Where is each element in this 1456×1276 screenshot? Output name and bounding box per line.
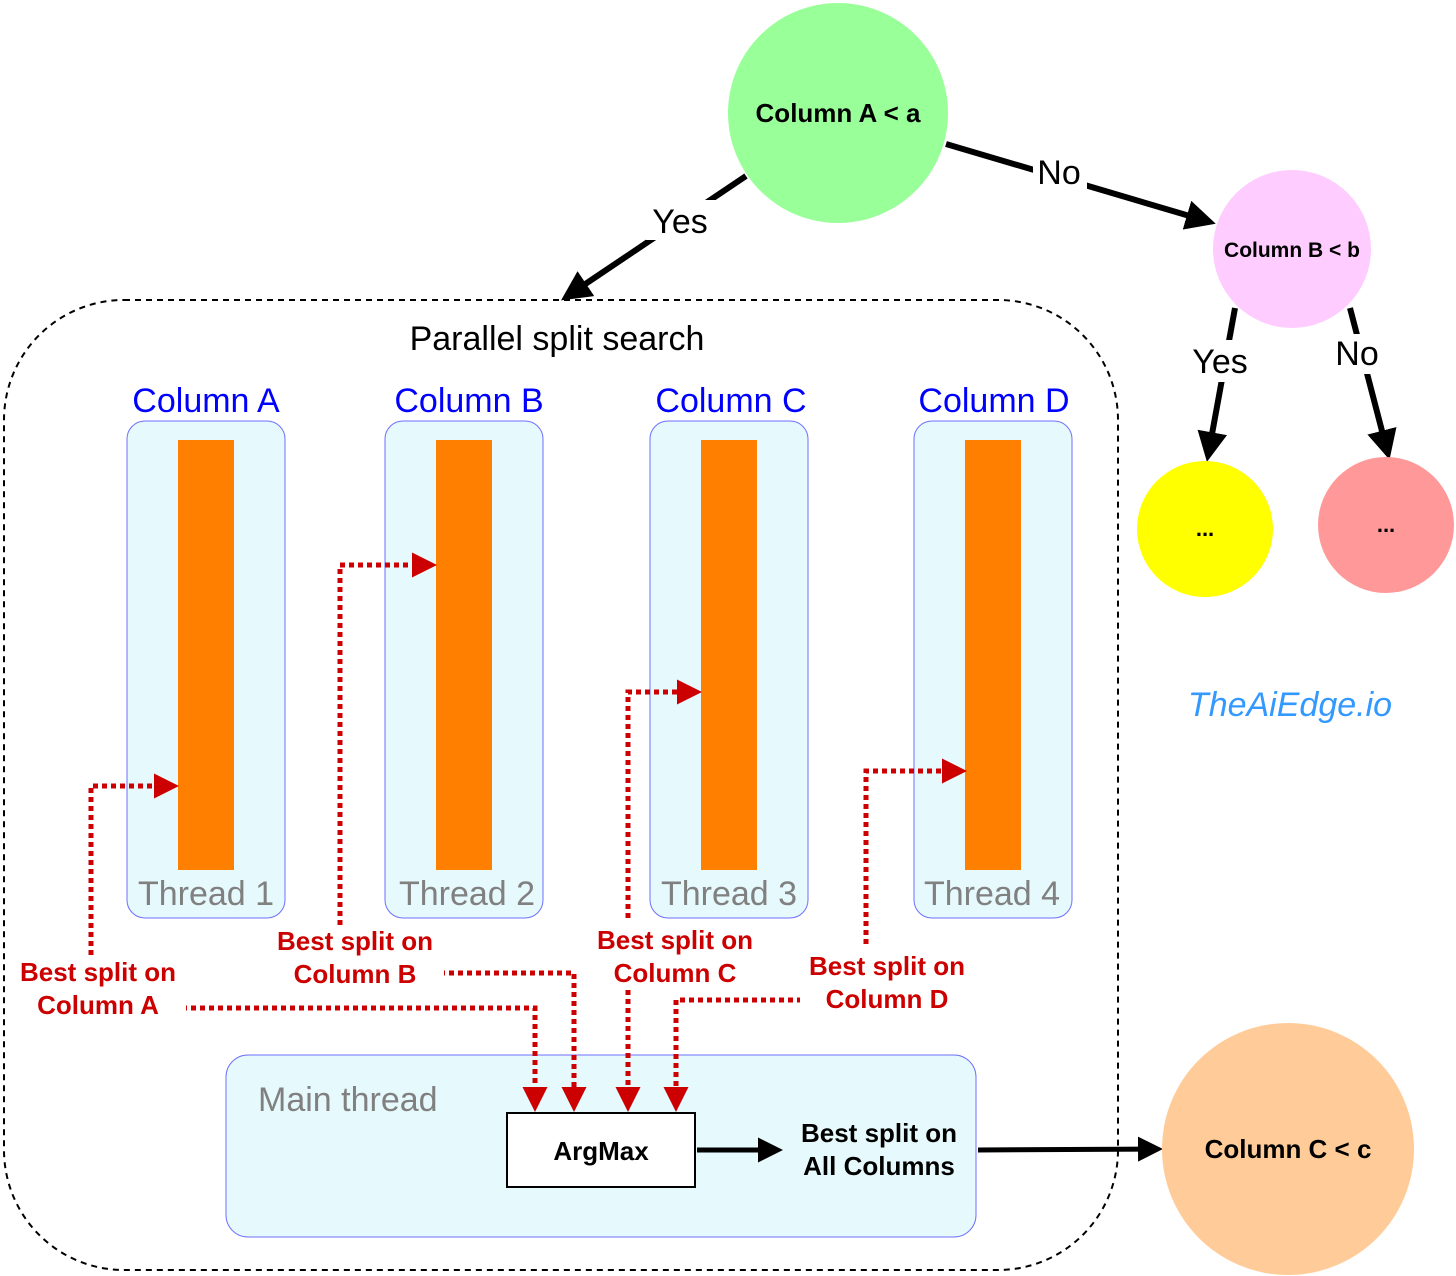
annotation-b-line1: Best split on <box>277 926 433 956</box>
annotation-c: Best split on Column C <box>588 922 764 990</box>
root-no-label-backdrop <box>1033 152 1087 192</box>
argmax-box <box>506 1112 696 1188</box>
root-no-label: No <box>1037 154 1080 192</box>
thread-label-2: Thread 2 <box>399 875 535 913</box>
root-yes-label: Yes <box>652 203 707 241</box>
root-node-label: Column A < a <box>756 98 921 128</box>
column-panel-b: Column B Thread 2 <box>384 382 544 919</box>
leaf-yes-label: ... <box>1196 516 1214 541</box>
argmax-label: ArgMax <box>553 1136 649 1166</box>
node-b-label: Column B < b <box>1224 239 1360 262</box>
annotation-c-backdrop <box>588 922 764 990</box>
annotation-a-line1: Best split on <box>20 957 176 987</box>
main-thread-label: Main thread <box>258 1081 438 1119</box>
split-arrow-a <box>88 773 179 955</box>
annotation-c-line2: Column C <box>614 958 737 988</box>
column-header-c: Column C <box>655 382 806 420</box>
result-node <box>1162 1023 1414 1275</box>
leaf-no-label: ... <box>1377 512 1395 537</box>
annotation-b-line2: Column B <box>294 959 417 989</box>
column-header-b: Column B <box>394 382 543 420</box>
node-b-no-label: No <box>1335 335 1378 373</box>
feed-arrow-d <box>663 997 802 1112</box>
parallel-search-title: Parallel split search <box>410 320 705 358</box>
node-b-no-label-backdrop <box>1330 334 1384 374</box>
root-node <box>728 3 948 223</box>
best-split-all-line2: All Columns <box>803 1151 955 1181</box>
split-arrow-b <box>337 552 437 925</box>
thread-label-3: Thread 3 <box>661 875 797 913</box>
result-node-label: Column C < c <box>1205 1134 1372 1164</box>
annotation-b: Best split on Column B <box>268 925 444 991</box>
split-arrow-c <box>625 679 702 918</box>
best-split-all-line1: Best split on <box>801 1118 957 1148</box>
annotation-a-line2: Column A <box>37 990 159 1020</box>
annotation-d-line1: Best split on <box>809 951 965 981</box>
node-b-yes-label: Yes <box>1192 343 1247 381</box>
thread-label-1: Thread 1 <box>138 875 274 913</box>
root-yes-label-backdrop <box>646 200 716 240</box>
leaf-no-node <box>1318 457 1454 593</box>
column-header-a: Column A <box>132 382 280 420</box>
feed-arrow-a <box>182 1005 548 1112</box>
brand-watermark: TheAiEdge.io <box>1188 686 1392 724</box>
column-panel-a: Column A Thread 1 <box>126 382 286 919</box>
data-column-bar <box>178 440 234 870</box>
node-b-no-edge <box>1347 307 1397 460</box>
annotation-c-line1: Best split on <box>597 925 753 955</box>
thread-label-4: Thread 4 <box>924 875 1060 913</box>
column-panel-c: Column C Thread 3 <box>649 382 809 919</box>
data-column-bar <box>436 440 492 870</box>
node-b <box>1213 170 1371 328</box>
data-column-bar <box>965 440 1021 870</box>
column-panel-d: Column D Thread 4 <box>913 382 1073 919</box>
leaf-yes-node <box>1137 461 1273 597</box>
annotation-d: Best split on Column D <box>800 946 976 1014</box>
column-header-d: Column D <box>918 382 1069 420</box>
annotation-d-backdrop <box>800 946 976 1014</box>
node-b-yes-label-backdrop <box>1188 340 1254 382</box>
data-column-bar <box>701 440 757 870</box>
annotation-a-backdrop <box>10 955 186 1025</box>
result-to-node-arrow <box>977 1136 1163 1162</box>
annotation-b-backdrop <box>268 925 444 991</box>
annotation-a: Best split on Column A <box>10 955 186 1025</box>
split-arrow-d <box>863 758 967 944</box>
annotation-d-line2: Column D <box>826 984 949 1014</box>
